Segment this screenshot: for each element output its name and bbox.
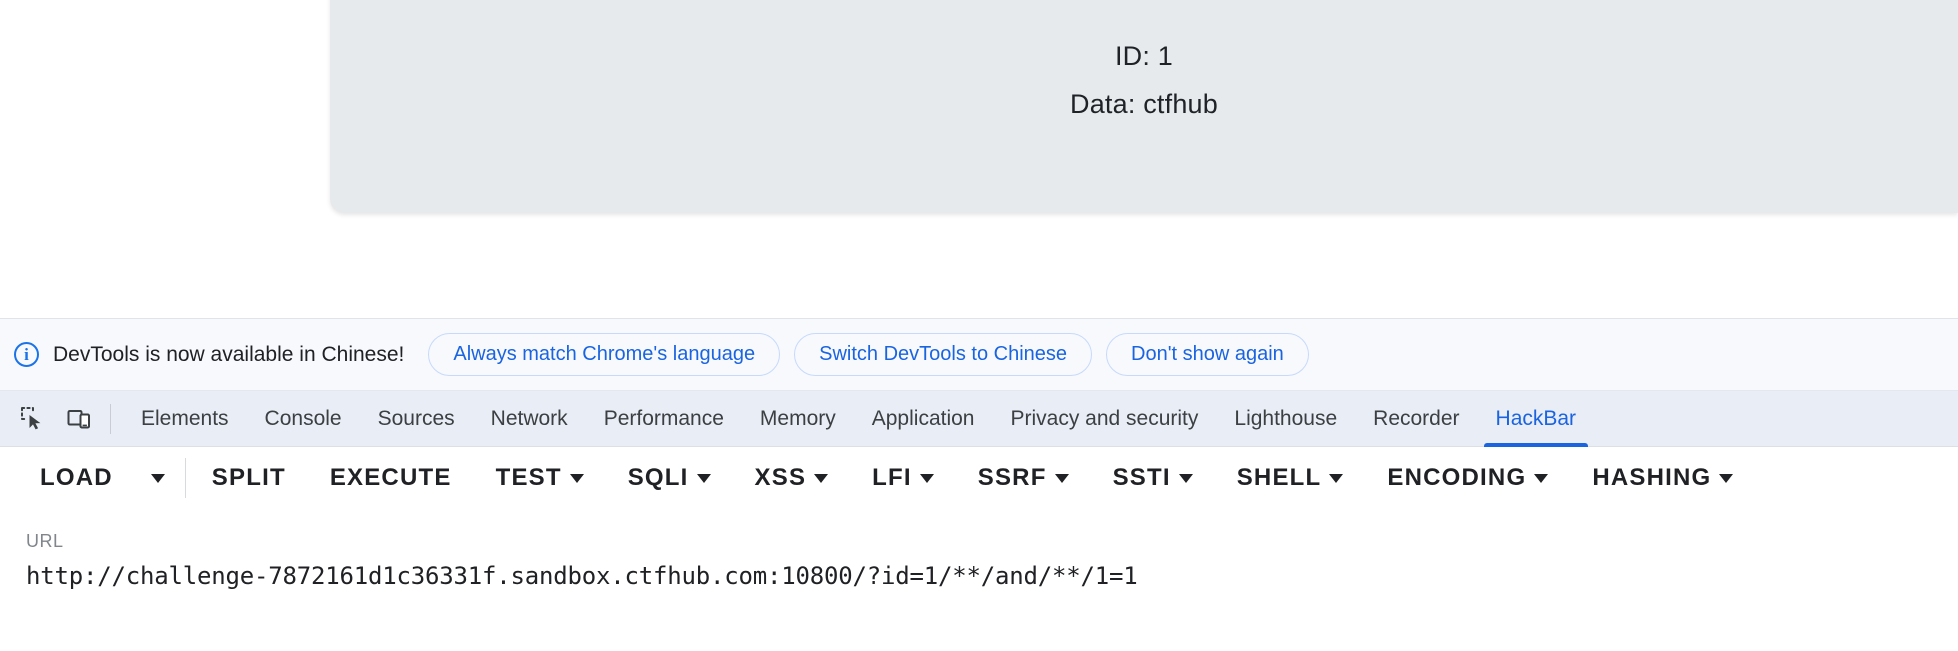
tab-memory[interactable]: Memory [759,406,836,430]
tab-recorder[interactable]: Recorder [1373,406,1460,430]
url-input[interactable] [26,562,1926,590]
chevron-down-icon [1719,473,1734,483]
hackbar-xss-label: XSS [754,464,807,491]
tabstrip-divider [110,403,111,434]
hackbar-split-button[interactable]: SPLIT [211,464,286,491]
hackbar-test-label: TEST [495,464,562,491]
hackbar-sqli-menu[interactable]: SQLI [606,464,733,492]
hackbar-hashing-menu[interactable]: HASHING [1570,464,1755,492]
tab-performance[interactable]: Performance [603,406,724,430]
hackbar-test-menu[interactable]: TEST [474,464,606,492]
chevron-down-icon [696,473,711,483]
hackbar-panel: LOAD SPLIT EXECUTE TEST SQLI XSS LFI [0,447,1958,651]
chevron-down-icon [1178,473,1193,483]
chevron-down-icon [150,473,165,483]
tab-hackbar[interactable]: HackBar [1478,391,1595,447]
always-match-chrome-language-button[interactable]: Always match Chrome's language [428,333,781,376]
url-label: URL [26,531,64,551]
tab-sources[interactable]: Sources [377,406,455,430]
chevron-down-icon [1054,473,1069,483]
devtools-tabstrip: Elements Console Sources Network Perform… [0,391,1958,447]
inspect-element-icon[interactable] [16,402,50,436]
tab-network[interactable]: Network [490,406,568,430]
device-toolbar-icon[interactable] [62,402,96,436]
hackbar-execute-button[interactable]: EXECUTE [329,464,452,491]
hackbar-lfi-menu[interactable]: LFI [850,464,956,492]
hackbar-lfi-label: LFI [872,464,912,491]
hackbar-ssti-label: SSTI [1112,464,1171,491]
banner-message: DevTools is now available in Chinese! [53,342,405,366]
query-result-panel: ID: 1 Data: ctfhub [330,0,1958,213]
query-result-text: ID: 1 Data: ctfhub [330,32,1958,128]
devtools-language-banner: i DevTools is now available in Chinese! … [0,319,1958,391]
devtools-panel: i DevTools is now available in Chinese! … [0,318,1958,651]
hackbar-load-button[interactable]: LOAD [40,464,113,491]
tab-elements[interactable]: Elements [141,406,229,430]
hackbar-ssrf-menu[interactable]: SSRF [956,464,1091,492]
chevron-down-icon [1329,473,1344,483]
hackbar-shell-label: SHELL [1236,464,1322,491]
result-line-id: ID: 1 [1114,41,1174,71]
chevron-down-icon [569,473,584,483]
switch-devtools-to-chinese-button[interactable]: Switch DevTools to Chinese [794,333,1092,376]
hackbar-xss-menu[interactable]: XSS [733,464,851,492]
chevron-down-icon [1534,473,1549,483]
hackbar-ssrf-label: SSRF [977,464,1047,491]
dont-show-again-button[interactable]: Don't show again [1106,333,1309,376]
hackbar-ssti-menu[interactable]: SSTI [1091,464,1215,492]
chevron-down-icon [814,473,829,483]
result-line-data: Data: ctfhub [1070,89,1218,119]
chevron-down-icon [919,473,934,483]
tab-application[interactable]: Application [871,406,975,430]
hackbar-encoding-menu[interactable]: ENCODING [1365,464,1570,492]
hackbar-url-block: URL [0,509,1958,590]
hackbar-shell-menu[interactable]: SHELL [1215,464,1366,492]
hackbar-encoding-label: ENCODING [1387,464,1527,491]
hackbar-sqli-label: SQLI [627,464,689,491]
tab-privacy-and-security[interactable]: Privacy and security [1010,406,1199,430]
hackbar-toolbar: LOAD SPLIT EXECUTE TEST SQLI XSS LFI [0,447,1958,509]
hackbar-load-dropdown-button[interactable] [135,473,181,483]
info-icon: i [14,342,39,367]
hackbar-hashing-label: HASHING [1592,464,1712,491]
tab-lighthouse[interactable]: Lighthouse [1234,406,1338,430]
hackbar-toolbar-divider [184,458,186,498]
browser-page-viewport: ID: 1 Data: ctfhub [0,0,1958,318]
tab-console[interactable]: Console [264,406,342,430]
